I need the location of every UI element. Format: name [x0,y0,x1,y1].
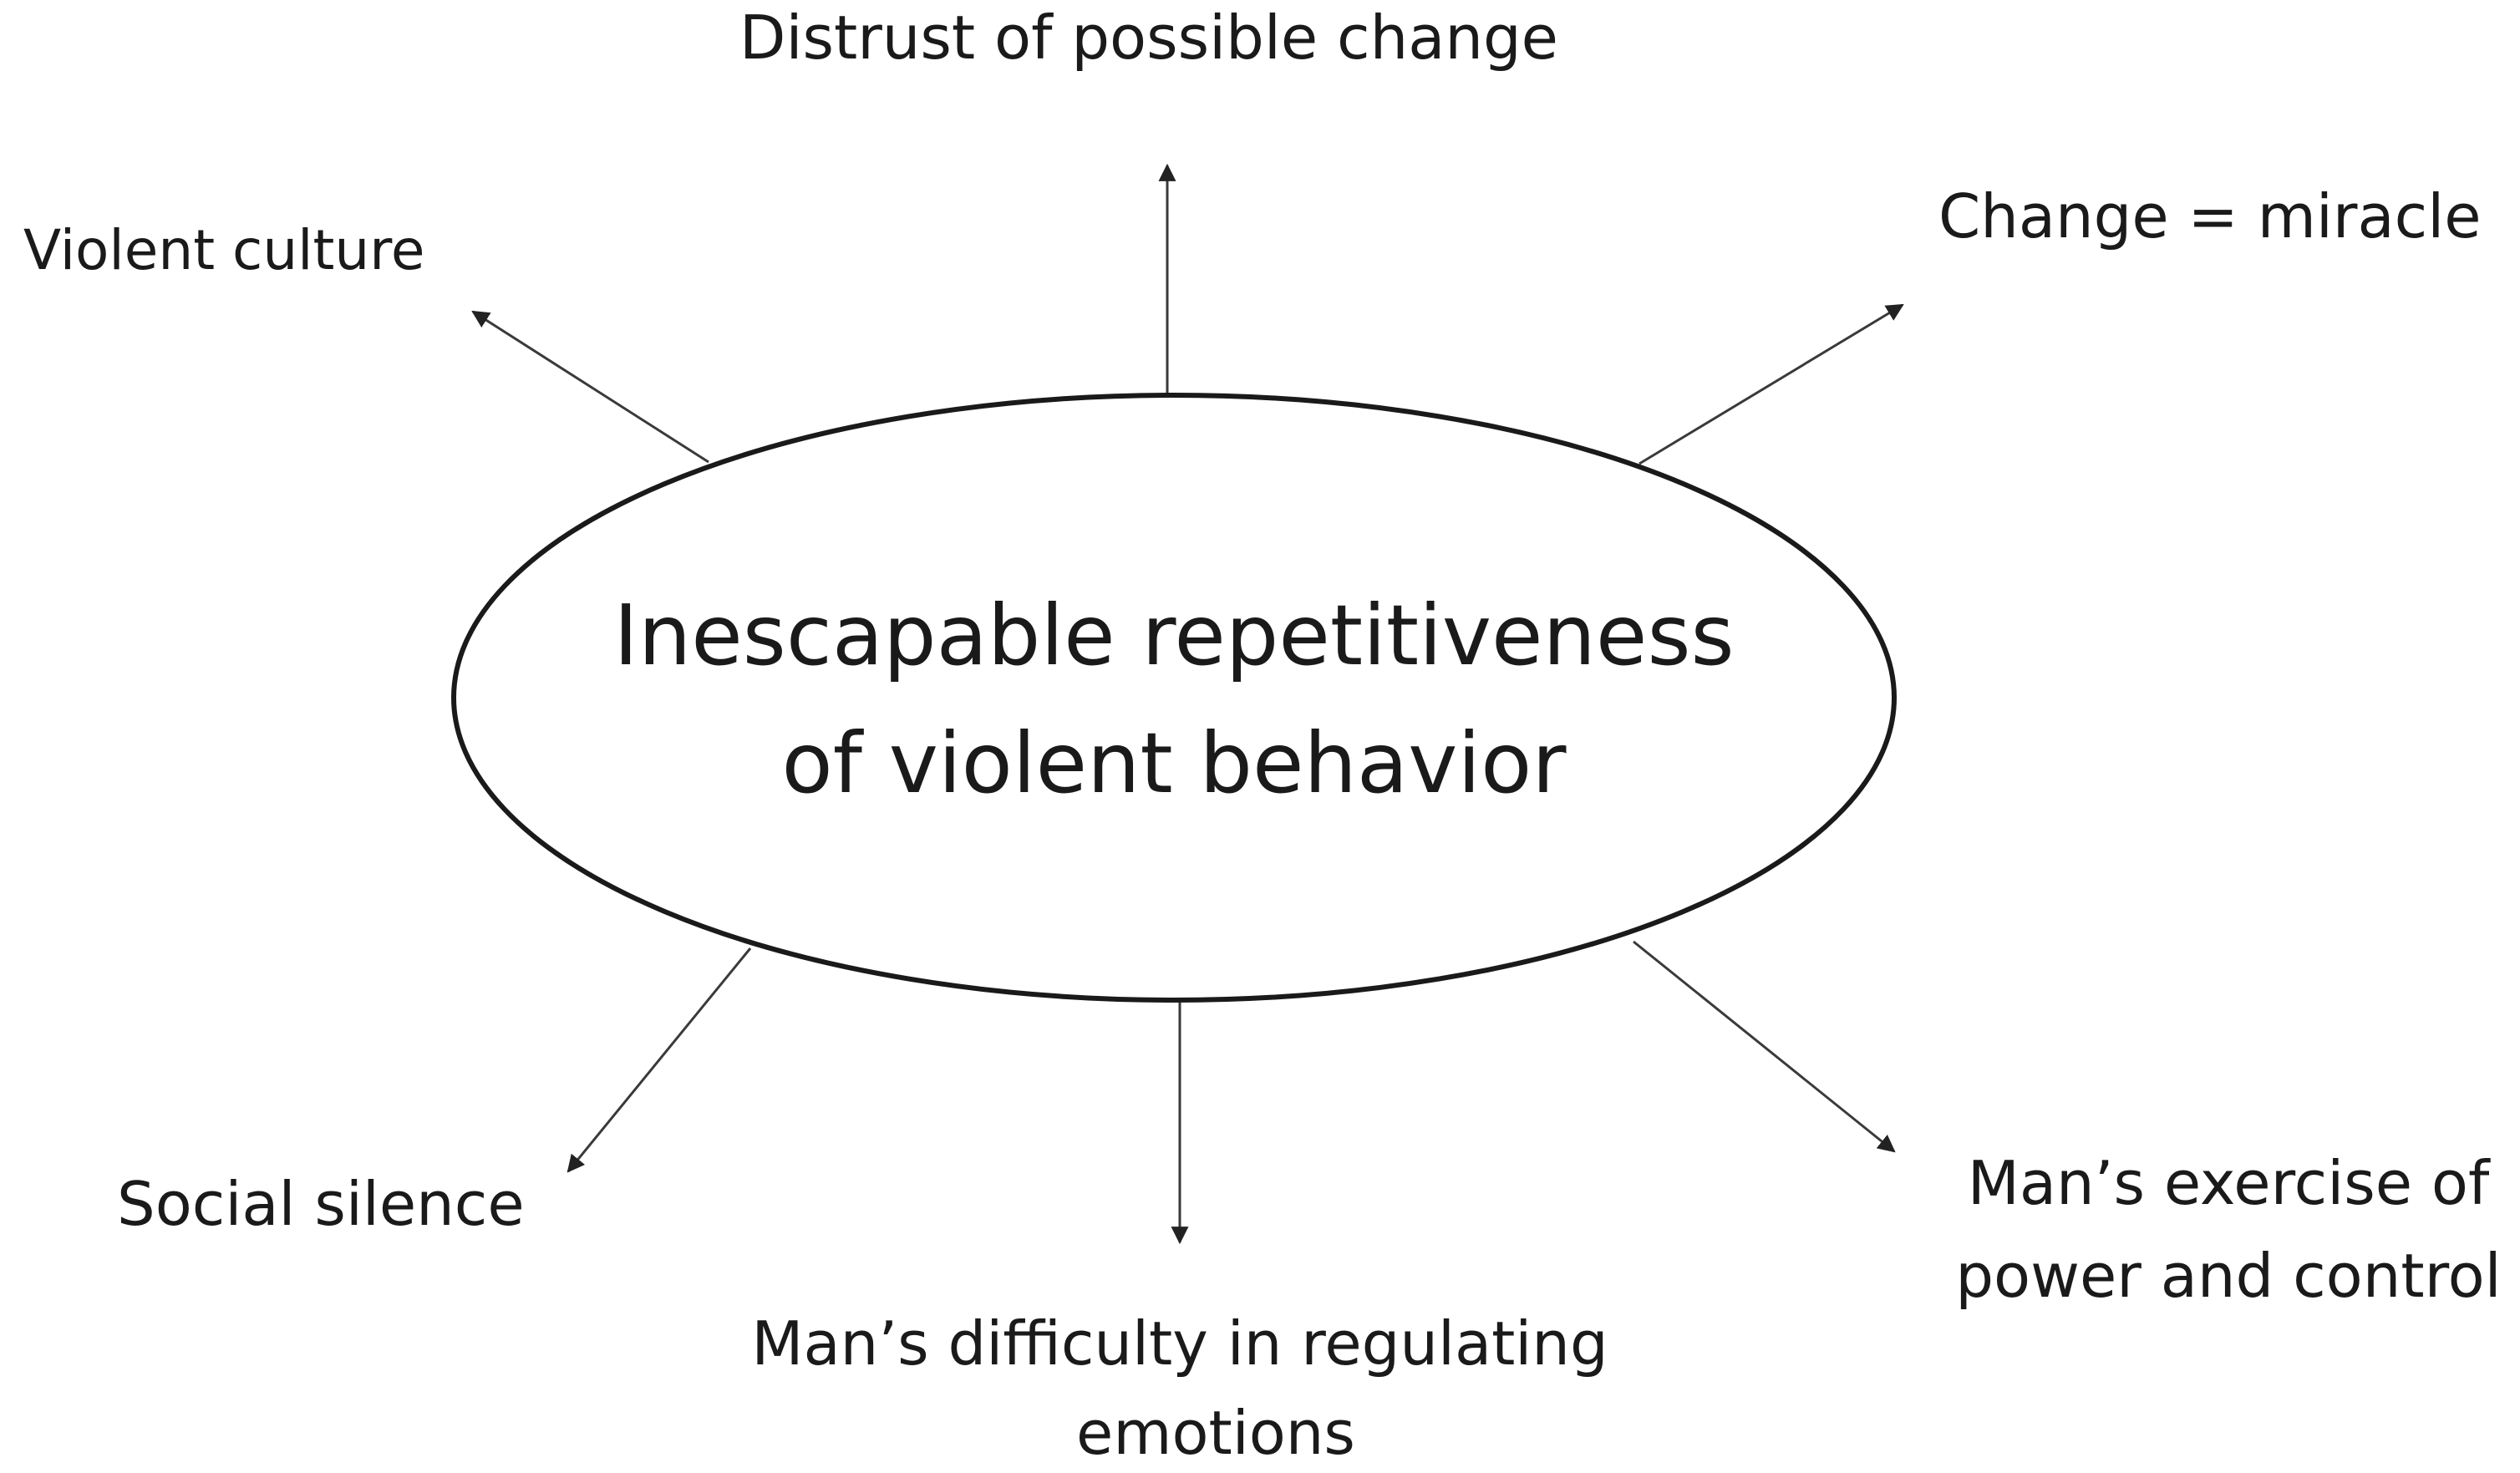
arrow-top-left [471,310,709,464]
label-bottom-left: Social silence [117,1169,525,1239]
label-bottom-line2: emotions [1076,1398,1355,1468]
label-bottom-right-line2: power and control [1955,1241,2501,1311]
center-title-line2: of violent behavior [782,714,1567,812]
label-top: Distrust of possible change [739,3,1558,73]
label-top-right: Change = miracle [1938,181,2482,251]
label-bottom-right-line1: Man’s exercise of [1968,1148,2491,1218]
label-top-left: Violent culture [23,218,425,282]
arrow-bottom-right [1633,940,1896,1153]
center-ellipse [451,393,1897,1003]
center-title-line1: Inescapable repetitiveness [613,587,1734,684]
arrow-bottom-left [566,947,752,1173]
label-bottom-line1: Man’s difficulty in regulating [751,1308,1608,1379]
arrow-top-right [1639,303,1904,465]
